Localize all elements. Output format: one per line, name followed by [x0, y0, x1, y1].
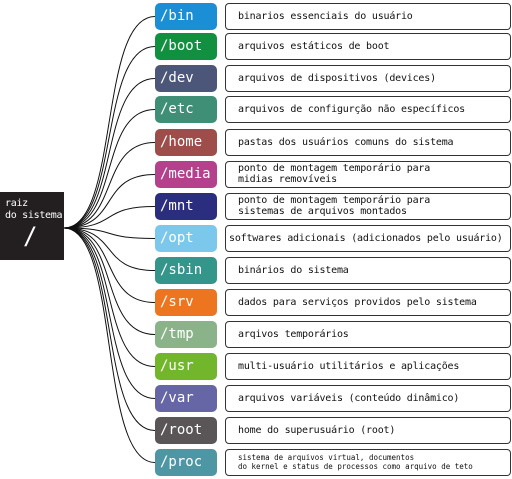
connector-srv [63, 227, 156, 303]
connector-dev [63, 78, 156, 229]
root-directory-box: raiz do sistema / [0, 192, 64, 260]
description-box-usr: multi-usuário utilitários e aplicações [225, 353, 511, 380]
directory-box-boot: /boot [155, 33, 217, 60]
directory-box-usr: /usr [155, 353, 217, 380]
directory-box-bin: /bin [155, 3, 217, 30]
description-box-home: pastas dos usuários comuns do sistema [225, 129, 511, 156]
description-text: arquivos estáticos de boot [238, 41, 390, 52]
root-label: raiz do sistema [5, 198, 63, 221]
connector-var [63, 227, 156, 399]
connector-boot [63, 46, 156, 229]
directory-box-media: /media [155, 161, 217, 188]
connector-etc [63, 109, 156, 229]
description-text: softwares adicionais (adicionados pelo u… [229, 233, 503, 244]
description-box-mnt: ponto de montagem temporário para sistem… [225, 193, 511, 220]
directory-box-root: /root [155, 417, 217, 444]
description-text: binários do sistema [238, 265, 349, 276]
description-text: multi-usuário utilitários e aplicações [238, 361, 460, 372]
description-box-etc: arquivos de configurção não específicos [225, 96, 511, 123]
connector-opt [63, 227, 156, 239]
directory-box-proc: /proc [155, 449, 217, 476]
description-box-bin: binarios essenciais do usuário [225, 3, 511, 30]
directory-box-mnt: /mnt [155, 193, 217, 220]
description-box-root: home do superusuário (root) [225, 417, 511, 444]
directory-box-sbin: /sbin [155, 257, 217, 284]
description-box-srv: dados para serviços providos pelo sistem… [225, 289, 511, 316]
connector-tmp [63, 227, 156, 335]
connector-home [63, 142, 156, 229]
description-text: dados para serviços providos pelo sistem… [238, 297, 477, 308]
connector-media [63, 174, 156, 229]
directory-box-home: /home [155, 129, 217, 156]
directory-box-dev: /dev [155, 65, 217, 92]
connector-mnt [63, 206, 156, 229]
description-box-dev: arquivos de dispositivos (devices) [225, 65, 511, 92]
description-text: arqivos temporários [238, 329, 349, 340]
description-box-var: arquivos variáveis (conteúdo dinâmico) [225, 385, 511, 412]
directory-box-var: /var [155, 385, 217, 412]
connector-usr [63, 227, 156, 367]
directory-box-srv: /srv [155, 289, 217, 316]
description-text: arquivos de configurção não específicos [238, 104, 465, 115]
connector-root [63, 227, 156, 431]
description-text: home do superusuário (root) [238, 425, 396, 436]
description-text: pastas dos usuários comuns do sistema [238, 137, 454, 148]
description-text: arquivos variáveis (conteúdo dinâmico) [238, 393, 460, 404]
description-text: ponto de montagem temporário para sistem… [238, 195, 431, 217]
connector-proc [63, 227, 156, 463]
directory-box-etc: /etc [155, 96, 217, 123]
description-box-opt: softwares adicionais (adicionados pelo u… [225, 225, 511, 252]
description-box-boot: arquivos estáticos de boot [225, 33, 511, 60]
connector-bin [63, 16, 156, 229]
directory-box-opt: /opt [155, 225, 217, 252]
description-box-sbin: binários do sistema [225, 257, 511, 284]
description-text: ponto de montagem temporário para midias… [238, 163, 431, 185]
directory-box-tmp: /tmp [155, 321, 217, 348]
root-slash: / [23, 222, 38, 250]
description-box-proc: sistema de arquivos virtual, documentos … [225, 449, 511, 476]
description-box-media: ponto de montagem temporário para midias… [225, 161, 511, 188]
description-box-tmp: arqivos temporários [225, 321, 511, 348]
description-text: arquivos de dispositivos (devices) [238, 73, 436, 84]
connector-sbin [63, 227, 156, 271]
description-text: sistema de arquivos virtual, documentos … [238, 453, 473, 471]
description-text: binarios essenciais do usuário [238, 11, 413, 22]
